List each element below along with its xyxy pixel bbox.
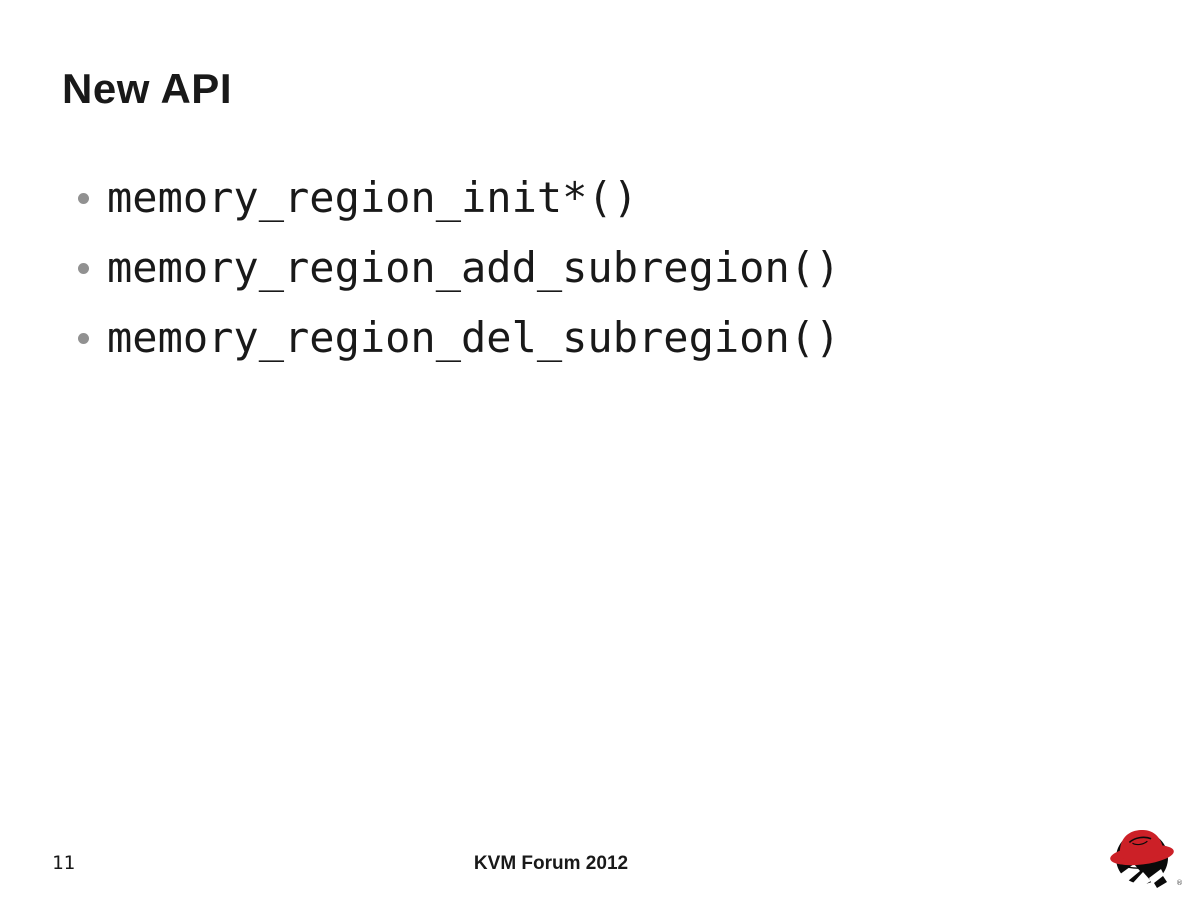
redhat-shadowman-icon bbox=[1110, 829, 1174, 890]
bullet-list: memory_region_init*() memory_region_add_… bbox=[0, 163, 840, 373]
page-number: 11 bbox=[52, 852, 75, 874]
bullet-text: memory_region_del_subregion() bbox=[107, 313, 841, 362]
redhat-logo: ® bbox=[1107, 825, 1183, 891]
registered-trademark-symbol: ® bbox=[1176, 879, 1183, 887]
list-item: memory_region_add_subregion() bbox=[0, 233, 840, 303]
bullet-icon bbox=[78, 262, 89, 274]
list-item: memory_region_init*() bbox=[0, 163, 840, 233]
slide-title: New API bbox=[62, 65, 232, 112]
list-item: memory_region_del_subregion() bbox=[0, 303, 840, 373]
footer-event-title: KVM Forum 2012 bbox=[473, 853, 629, 874]
bullet-text: memory_region_init*() bbox=[107, 173, 639, 222]
bullet-text: memory_region_add_subregion() bbox=[107, 243, 841, 292]
bullet-icon bbox=[78, 192, 89, 204]
bullet-icon bbox=[78, 332, 89, 344]
